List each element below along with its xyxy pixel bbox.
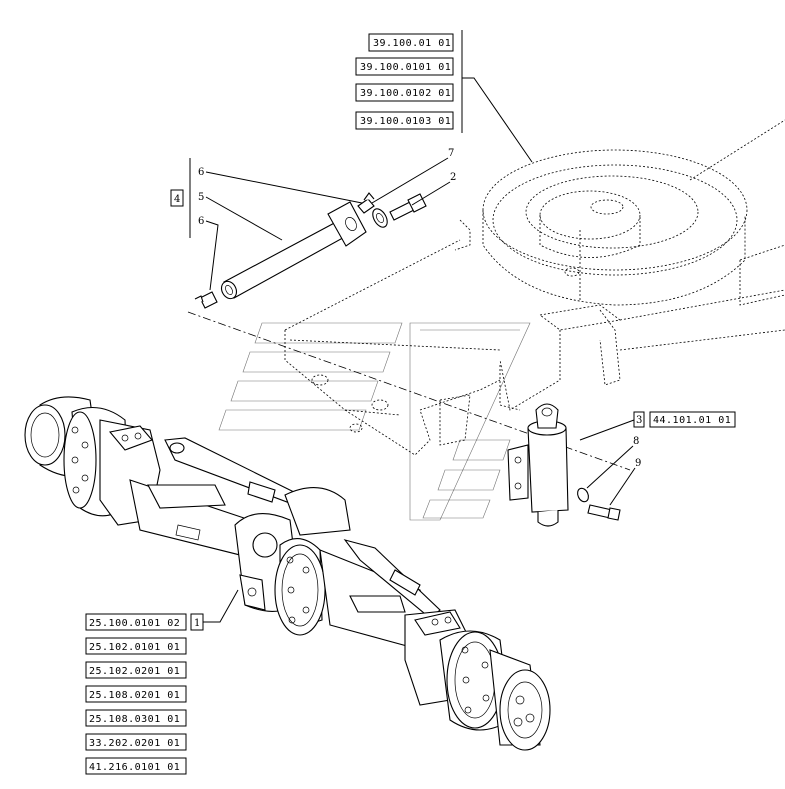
- axle-leader: [203, 589, 239, 623]
- svg-text:25.108.0301 01: 25.108.0301 01: [89, 714, 180, 725]
- steering-cylinder[interactable]: [507, 403, 569, 527]
- ref-box-39-100-0102-01[interactable]: 39.100.0102 01: [355, 83, 454, 102]
- svg-text:25.100.0101 02: 25.100.0101 02: [89, 618, 180, 629]
- watermark-logo: [218, 322, 531, 521]
- callout-cylinder: 3: [636, 415, 642, 426]
- pin-group-label: 4: [174, 194, 180, 205]
- small-bolt[interactable]: [587, 504, 621, 521]
- callout-bolt: 7: [448, 148, 454, 159]
- axle-assembly[interactable]: [24, 396, 551, 751]
- svg-text:41.216.0101 01: 41.216.0101 01: [89, 762, 180, 773]
- ref-box-39-100-01-01[interactable]: 39.100.01 01: [368, 33, 454, 52]
- top-reference-list: 39.100.01 01 39.100.0101 01 39.100.0102 …: [355, 30, 533, 163]
- ref-box-39-100-0103-01[interactable]: 39.100.0103 01: [355, 111, 454, 130]
- small-washer[interactable]: [576, 487, 591, 504]
- ref-box-41-216-0101-01[interactable]: 41.216.0101 01: [85, 757, 187, 775]
- svg-text:39.100.0101 01: 39.100.0101 01: [360, 62, 451, 73]
- ref-box-44-101-01-01[interactable]: 44.101.01 01: [649, 411, 736, 428]
- callout-washer: 2: [450, 172, 456, 183]
- ref-box-39-100-0101-01[interactable]: 39.100.0101 01: [355, 57, 454, 76]
- pin-group: 4 6 5 6: [170, 158, 363, 291]
- ref-box-25-102-0101-01[interactable]: 25.102.0101 01: [85, 637, 187, 655]
- svg-text:25.102.0101 01: 25.102.0101 01: [89, 642, 180, 653]
- svg-text:25.102.0201 01: 25.102.0201 01: [89, 666, 180, 677]
- ref-box-25-108-0201-01[interactable]: 25.108.0201 01: [85, 685, 187, 703]
- callout-grease-nipple-lower: 6: [198, 216, 204, 227]
- callout-small-washer-bolt: 8: [633, 436, 639, 447]
- svg-text:39.100.01 01: 39.100.01 01: [373, 38, 451, 49]
- grease-nipple-lower[interactable]: [194, 291, 218, 309]
- axle-reference-list: 25.100.0101 02 25.102.0101 01 25.102.020…: [85, 613, 187, 775]
- pivot-pin[interactable]: [219, 201, 367, 301]
- callout-small-bolt: 9: [635, 458, 641, 469]
- grease-nipple-upper[interactable]: [357, 192, 375, 214]
- pin-group-label-box[interactable]: [170, 189, 184, 207]
- bolt[interactable]: [389, 193, 427, 221]
- svg-text:33.202.0201 01: 33.202.0201 01: [89, 738, 180, 749]
- ref-box-25-100-0101-02[interactable]: 25.100.0101 02: [85, 613, 187, 631]
- svg-text:25.108.0201 01: 25.108.0201 01: [89, 690, 180, 701]
- callout-grease-nipple-upper: 6: [198, 167, 204, 178]
- ref-box-25-102-0201-01[interactable]: 25.102.0201 01: [85, 661, 187, 679]
- ref-box-33-202-0201-01[interactable]: 33.202.0201 01: [85, 733, 187, 751]
- callout-pivot-pin: 5: [198, 192, 204, 203]
- chassis-outline: [284, 119, 785, 456]
- svg-text:44.101.01 01: 44.101.01 01: [653, 415, 731, 426]
- callout-cylinder-box[interactable]: [633, 411, 645, 428]
- top-ref-leader: [462, 77, 533, 163]
- ref-box-25-108-0301-01[interactable]: 25.108.0301 01: [85, 709, 187, 727]
- svg-text:39.100.0103 01: 39.100.0103 01: [360, 116, 451, 127]
- washer[interactable]: [370, 206, 390, 229]
- callout-axle: 1: [194, 618, 200, 629]
- svg-text:39.100.0102 01: 39.100.0102 01: [360, 88, 451, 99]
